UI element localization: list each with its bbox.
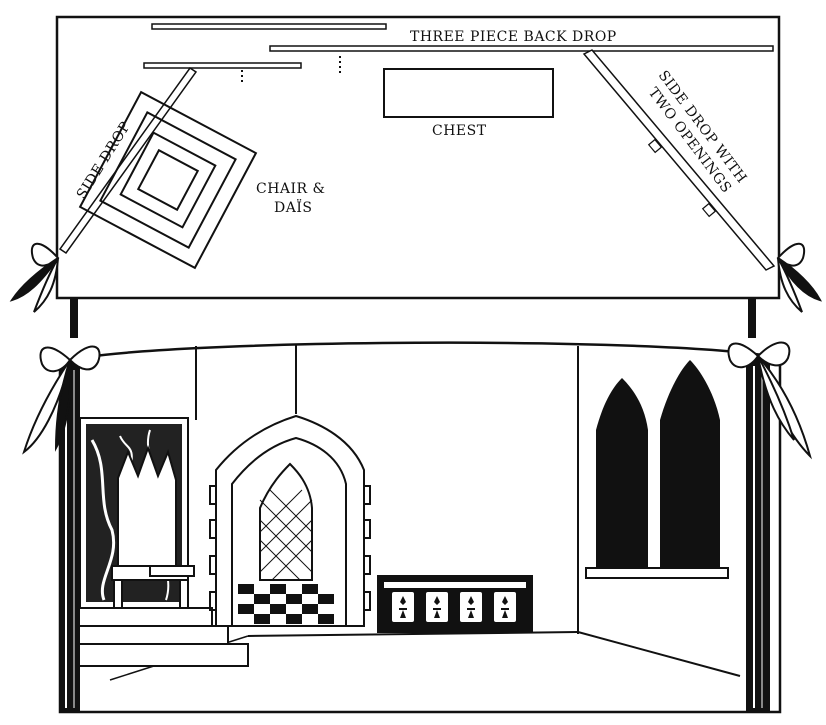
floor-line-right [577, 631, 741, 677]
bow-top-left [9, 242, 60, 313]
curtain-right [746, 356, 770, 712]
back-drop-piece-1 [151, 23, 387, 30]
arched-doorway [209, 414, 371, 627]
side-drop-right [582, 49, 776, 271]
checkered-floor [238, 584, 334, 624]
dais-steps [77, 607, 249, 667]
back-drop-piece-3 [143, 62, 302, 69]
back-drop-pieces [143, 23, 774, 69]
bow-curtain-right [727, 341, 812, 460]
gothic-windows [585, 360, 729, 579]
door-blocks-left [209, 485, 216, 611]
curtain-left [60, 360, 80, 712]
chair-label-line1: CHAIR & [256, 181, 326, 197]
side-drop-left [58, 66, 198, 255]
side-drop-opening-2 [701, 202, 717, 218]
dais-outline [78, 90, 258, 270]
door-blocks-right [364, 485, 371, 611]
chest-outline [383, 68, 554, 118]
stage-scene [22, 341, 812, 714]
chair-label-line2: DAÏS [274, 198, 312, 216]
chest [377, 575, 533, 633]
bow-curtain-left [22, 345, 101, 455]
chest-label: CHEST [432, 123, 487, 139]
window-sill [585, 567, 729, 579]
window-right [660, 360, 720, 568]
window-left [596, 378, 648, 568]
hanging-ropes [70, 298, 756, 338]
back-drop-label: THREE PIECE BACK DROP [410, 29, 617, 45]
side-drop-opening-1 [647, 138, 663, 154]
bow-top-right [776, 242, 822, 313]
back-drop-piece-2 [269, 45, 774, 52]
ground-plan: THREE PIECE BACK DROP CHEST SIDE DROP CH… [55, 15, 781, 300]
throne-chair [111, 445, 195, 611]
